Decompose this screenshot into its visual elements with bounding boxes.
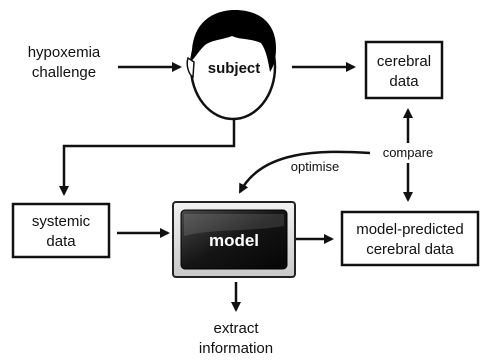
predicted-data-box: model-predicted cerebral data [340,210,480,267]
cerebral-line-2: data [389,73,419,90]
hypoxemia-challenge-label: hypoxemia challenge [28,44,101,81]
systemic-line-1: systemic [32,213,91,230]
cerebral-data-box: cerebral data [364,40,444,100]
model-label: model [209,231,259,250]
compare-label: compare [383,145,434,160]
extract-line-1: extract [213,320,259,337]
arrow-subject-to-systemic [59,118,236,196]
model-monitor-icon: model [172,201,296,278]
hypoxemia-line-1: hypoxemia [28,44,101,61]
optimise-label: optimise [291,159,339,174]
extract-information-label: extract information [199,320,273,357]
systemic-line-2: data [46,233,76,250]
subject-label: subject [208,60,261,77]
systemic-data-box: systemic data [11,202,111,259]
cerebral-line-1: cerebral [377,53,431,70]
extract-line-2: information [199,340,273,357]
hypoxemia-line-2: challenge [32,64,96,81]
arrow-optimise-to-model [238,150,371,194]
subject-head-icon: subject [186,9,277,121]
predicted-line-1: model-predicted [356,221,464,238]
predicted-line-2: cerebral data [366,241,454,258]
